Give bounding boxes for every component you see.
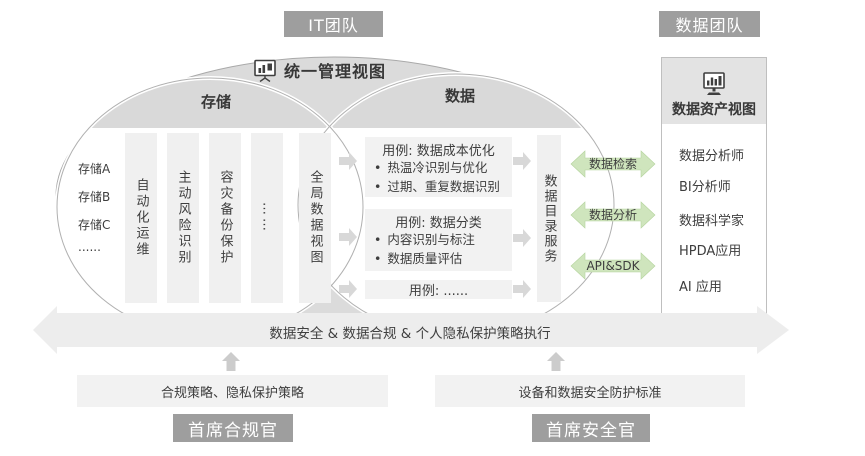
capability-bar-backup: 容灾备份保护 [209, 133, 241, 303]
use-case-title: 用例: ...... [408, 284, 469, 299]
data-asset-view-title: 数据资产视图 [672, 102, 756, 118]
chief-compliance-officer-badge: 首席合规官 [173, 414, 293, 442]
service-arrow-label-analysis: 数据分析 [588, 208, 637, 222]
consumer-item: AI 应用 [679, 280, 722, 295]
data-asset-view-panel: 数据资产视图 数据分析师 BI分析师 数据科学家 HPDA应用 AI 应用 [661, 57, 767, 317]
presentation-chart-icon [254, 59, 276, 82]
storage-lobe-header: 存储 [200, 93, 231, 111]
use-case-title: 用例: 数据成本优化 [382, 144, 495, 159]
bullet-text: 内容识别与标注 [387, 232, 475, 247]
up-arrow-icon [547, 352, 565, 371]
it-team-badge: IT团队 [284, 11, 383, 37]
capability-bar-risk: 主动风险识别 [167, 133, 199, 303]
flow-arrow-icon [513, 229, 531, 247]
up-arrow-icon [222, 352, 240, 371]
consumer-item: 数据科学家 [679, 214, 745, 229]
chief-security-officer-badge: 首席安全官 [532, 414, 650, 442]
use-case-box-more: 用例: ...... [365, 280, 512, 299]
use-case-box-cost: 用例: 数据成本优化 热温冷识别与优化 过期、重复数据识别 [365, 137, 512, 197]
compliance-policy-box: 合规策略、隐私保护策略 [77, 375, 388, 407]
use-case-title: 用例: 数据分类 [395, 216, 482, 231]
policy-arrow-label: 数据安全 & 数据合规 & 个人隐私保护策略执行 [269, 326, 551, 342]
flow-arrow-icon [513, 280, 531, 298]
use-case-bullet: 数据质量评估 [365, 250, 512, 269]
use-case-bullet: 过期、重复数据识别 [365, 178, 512, 197]
capability-bar-global-view: 全局数据视图 [299, 133, 331, 303]
bullet-text: 过期、重复数据识别 [387, 178, 500, 194]
consumer-item: 数据分析师 [679, 149, 745, 164]
data-lobe-header: 数据 [444, 87, 475, 105]
flow-arrow-icon [339, 228, 357, 246]
unified-view-title-text: 统一管理视图 [284, 62, 387, 81]
use-case-bullet: 内容识别与标注 [365, 231, 512, 250]
bullet-dot-icon [374, 250, 387, 269]
bullet-dot-icon [374, 231, 387, 250]
use-case-box-classify: 用例: 数据分类 内容识别与标注 数据质量评估 [365, 209, 512, 271]
use-case-bullet: 热温冷识别与优化 [365, 159, 512, 178]
data-asset-view-header: 数据资产视图 [662, 58, 766, 124]
bullet-dot-icon [374, 178, 387, 197]
bullet-text: 热温冷识别与优化 [387, 160, 488, 175]
flow-arrow-icon [339, 152, 357, 170]
storage-source-item: 存储C [78, 218, 111, 232]
monitor-chart-icon [703, 72, 725, 95]
data-catalog-service-bar: 数据目录服务 [537, 135, 561, 302]
storage-source-item: ...... [78, 240, 101, 254]
consumer-item: HPDA应用 [679, 244, 742, 259]
capability-bar-auto-ops: 自动化运维 [125, 133, 157, 303]
storage-source-item: 存储A [78, 162, 111, 176]
capability-bar-more: …… [251, 133, 283, 303]
storage-source-item: 存储B [78, 190, 111, 204]
service-arrow-label-api: API&SDK [586, 259, 640, 273]
data-team-badge: 数据团队 [659, 11, 760, 37]
unified-view-title: 统一管理视图 [253, 58, 386, 82]
flow-arrow-icon [513, 152, 531, 170]
bullet-text: 数据质量评估 [387, 250, 463, 266]
service-arrow-label-search: 数据检索 [588, 157, 637, 171]
flow-arrow-icon [339, 280, 357, 298]
security-standard-box: 设备和数据安全防护标准 [435, 375, 745, 407]
up-arrows [222, 352, 565, 371]
bullet-dot-icon [374, 159, 387, 178]
consumer-item: BI分析师 [679, 180, 731, 195]
